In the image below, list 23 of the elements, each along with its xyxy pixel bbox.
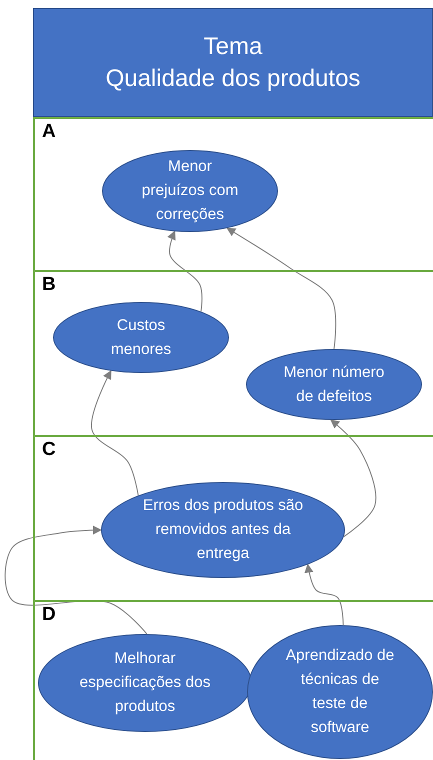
goal-ellipse: Erros dos produtos são removidos antes da entrega (101, 482, 345, 578)
row-band (33, 600, 433, 760)
goal-ellipse: Custos menores (53, 302, 229, 373)
title-text: Qualidade dos produtos (106, 64, 360, 94)
arrow (4, 526, 148, 634)
row-band (33, 435, 433, 600)
arrow (167, 230, 202, 312)
band-label: D (42, 604, 56, 626)
goal-ellipse: Aprendizado de técnicas de teste de software (247, 625, 433, 759)
band-label: A (42, 121, 56, 143)
band-label: B (42, 274, 56, 296)
title-banner (33, 8, 433, 117)
arrow (226, 228, 336, 350)
title-text: Tema (204, 32, 262, 62)
arrow (330, 419, 376, 538)
band-label: C (42, 439, 56, 461)
goal-ellipse: Menor prejuízos com correções (102, 150, 278, 232)
goal-ellipse: Melhorar especificações dos produtos (38, 634, 252, 732)
arrow (304, 564, 344, 626)
arrow (90, 370, 139, 496)
goal-ellipse: Menor número de defeitos (246, 349, 422, 420)
row-band (33, 270, 433, 435)
row-band (33, 117, 433, 270)
